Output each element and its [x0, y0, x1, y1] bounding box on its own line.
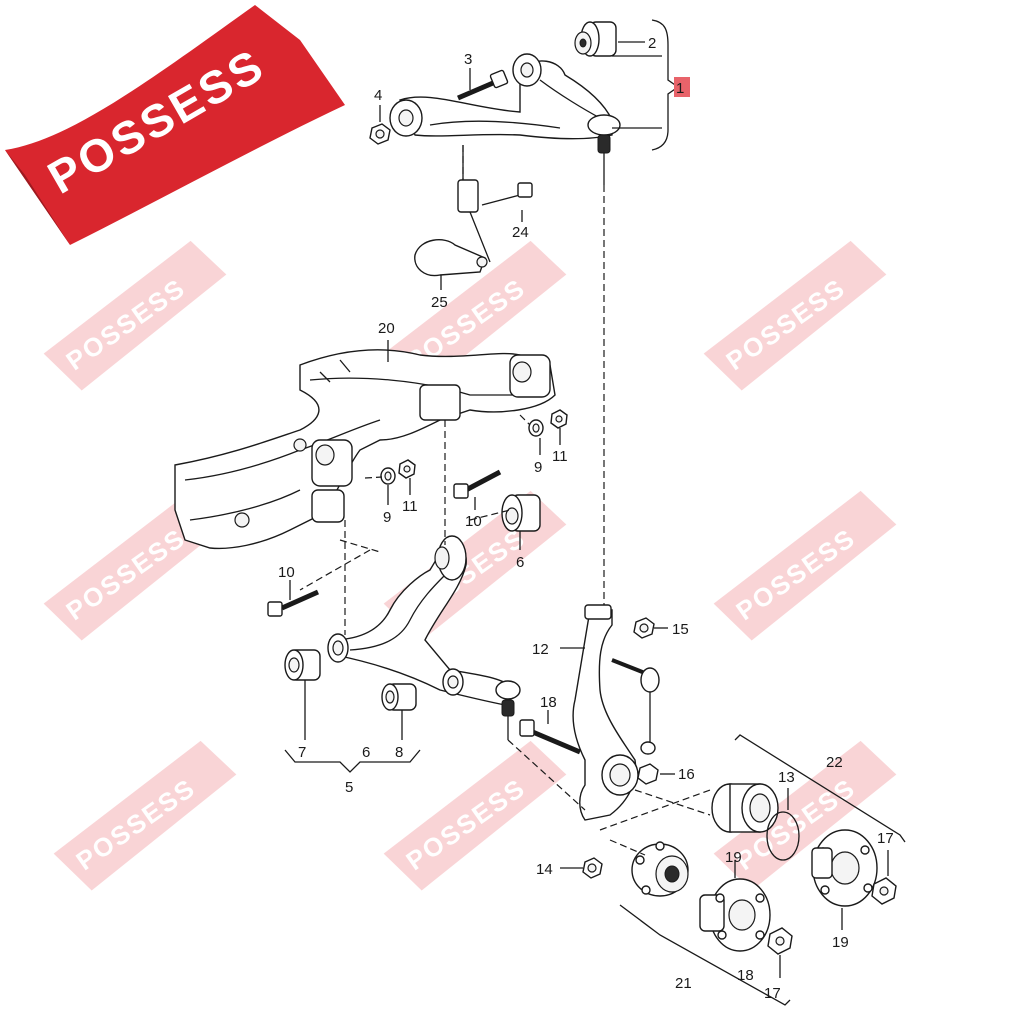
nut-17-right: [871, 877, 897, 905]
callout-4: 4: [374, 87, 382, 104]
tie-rod-end: [611, 658, 660, 745]
bolt-3: [457, 69, 509, 101]
watermark-text-1: POSSESS: [61, 272, 191, 376]
bolt-10-left: [267, 589, 320, 617]
nut-17-left: [767, 927, 793, 955]
wheel-hub-right: [811, 829, 878, 907]
callout-9-top: 9: [534, 459, 542, 476]
callout-11-mid: 11: [402, 498, 418, 515]
callout-19-right: 19: [832, 934, 849, 951]
wheel-hub-left: [699, 878, 771, 952]
callout-24: 24: [512, 224, 529, 241]
bearing-housing: [631, 841, 689, 897]
callout-21: 21: [675, 975, 692, 992]
callout-labels: 1 2 3 4 24 25 20 9 11 9 11 10 6 10 7 6 8…: [278, 35, 894, 1002]
callout-2: 2: [648, 35, 656, 52]
callout-3: 3: [464, 51, 472, 68]
callout-17-right: 17: [877, 830, 894, 847]
upper-control-arm: [389, 53, 621, 185]
callout-20: 20: [378, 320, 395, 337]
callout-10-right: 10: [465, 513, 482, 530]
callout-5: 5: [345, 779, 353, 796]
bolt-10-right: [453, 469, 502, 499]
watermark-text-8: POSSESS: [401, 772, 531, 876]
watermark-text-7: POSSESS: [71, 772, 201, 876]
callout-22: 22: [826, 754, 843, 771]
nut-14: [582, 857, 603, 879]
callout-16: 16: [678, 766, 695, 783]
bushing-8: [381, 683, 417, 711]
leader-lines: [284, 19, 906, 1006]
level-sensor-link: [414, 145, 533, 277]
watermark-6: POSSESS: [713, 490, 897, 641]
callout-19-left: 19: [725, 849, 742, 866]
watermark-text-4: POSSESS: [61, 522, 191, 626]
callout-14: 14: [536, 861, 553, 878]
snap-ring: [766, 811, 800, 861]
nut-11-mid: [398, 459, 416, 479]
washer-9-mid: [380, 467, 396, 485]
watermark-1: POSSESS: [43, 240, 227, 391]
brand-logo: POSSESS: [5, 5, 345, 245]
watermark-text-3: POSSESS: [721, 272, 851, 376]
callout-8: 8: [395, 744, 403, 761]
callout-25: 25: [431, 294, 448, 311]
lower-control-arm: [327, 535, 521, 740]
callout-6-assembly: 6: [362, 744, 370, 761]
callout-10-left: 10: [278, 564, 295, 581]
subframe: [174, 349, 556, 550]
wheel-bearing: [711, 783, 779, 833]
callout-18-hub: 18: [737, 967, 754, 984]
callout-1-highlight: [674, 77, 690, 97]
watermark-3: POSSESS: [703, 240, 887, 391]
callout-6-bushing: 6: [516, 554, 524, 571]
callout-18-bolt: 18: [540, 694, 557, 711]
nut-16: [637, 741, 659, 785]
callout-15: 15: [672, 621, 689, 638]
nut-4: [369, 123, 391, 145]
bushing-2: [574, 21, 617, 57]
assembly-lines: [299, 145, 711, 856]
callout-13: 13: [778, 769, 795, 786]
nut-15: [633, 617, 655, 639]
nut-11-top: [550, 409, 568, 429]
watermark-7: POSSESS: [53, 740, 237, 891]
callout-11-top: 11: [552, 448, 568, 465]
bushing-6-separate: [501, 494, 541, 532]
callout-1: 1: [676, 80, 684, 97]
watermark-text-6: POSSESS: [731, 522, 861, 626]
callout-17-left: 17: [764, 985, 781, 1002]
washer-9-top: [528, 419, 544, 437]
callout-7: 7: [298, 744, 306, 761]
steering-knuckle: [572, 604, 639, 821]
callout-12: 12: [532, 641, 549, 658]
bushing-7: [284, 649, 321, 681]
bolt-18: [519, 719, 581, 755]
callout-9-mid: 9: [383, 509, 391, 526]
